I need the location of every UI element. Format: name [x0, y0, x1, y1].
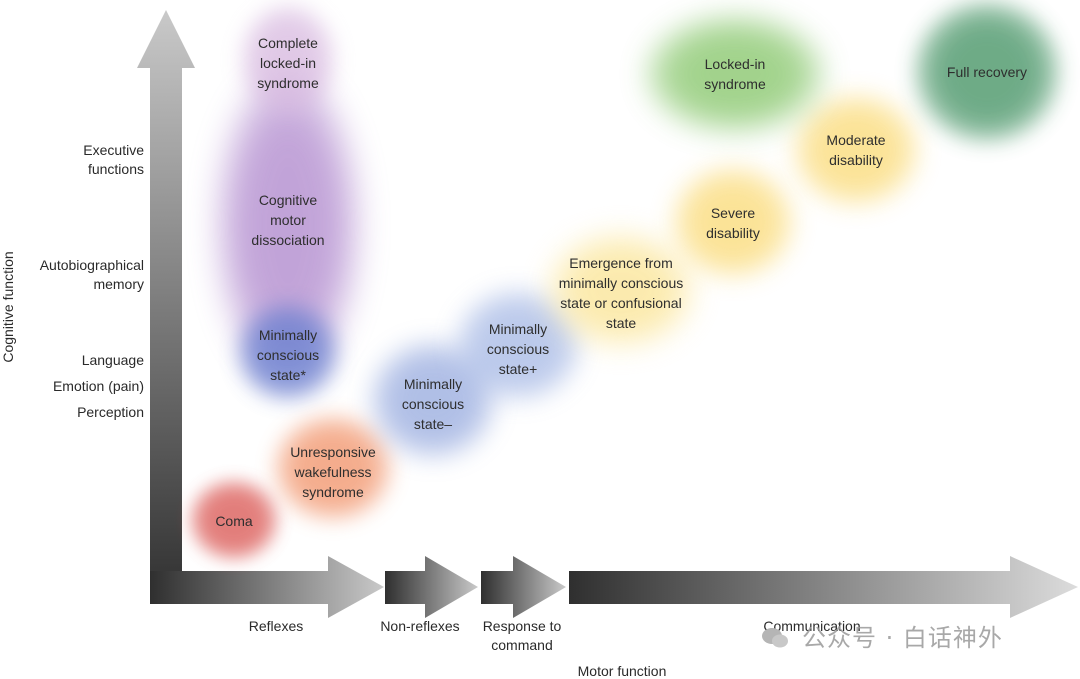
y-level-perception: Perception — [77, 404, 144, 420]
state-label-coma: Coma — [215, 513, 253, 529]
state-label-full-recovery: Full recovery — [946, 64, 1028, 80]
state-blob-4 — [549, 234, 693, 346]
y-level-emotion-pain: Emotion (pain) — [52, 378, 144, 394]
x-axis-arrow-communication — [569, 556, 1078, 618]
watermark-text: 公众号 · 白话神外 — [802, 624, 1003, 652]
x-axis-arrow-reflexes — [150, 556, 384, 618]
x-axis-arrow-nonreflexes — [385, 556, 478, 618]
state-blob-0 — [190, 480, 278, 560]
y-axis-arrow — [137, 10, 195, 604]
state-blob-7 — [915, 2, 1059, 142]
y-level-language: Language — [81, 352, 144, 368]
x-level-non-reflexes: Non-reflexes — [380, 618, 460, 634]
y-axis-title: Cognitive function — [0, 251, 16, 363]
x-level-reflexes: Reflexes — [248, 618, 304, 634]
x-axis-arrow-response — [481, 556, 566, 618]
state-blob-6 — [794, 95, 918, 205]
state-blob-9 — [241, 5, 335, 115]
wechat-icon — [762, 628, 788, 648]
x-level-communication: Communication — [763, 618, 861, 634]
state-blob-11 — [238, 304, 338, 400]
state-blob-8 — [647, 16, 823, 132]
state-blob-1 — [275, 416, 391, 520]
x-axis-title: Motor function — [577, 663, 667, 679]
state-blob-5 — [673, 167, 793, 277]
